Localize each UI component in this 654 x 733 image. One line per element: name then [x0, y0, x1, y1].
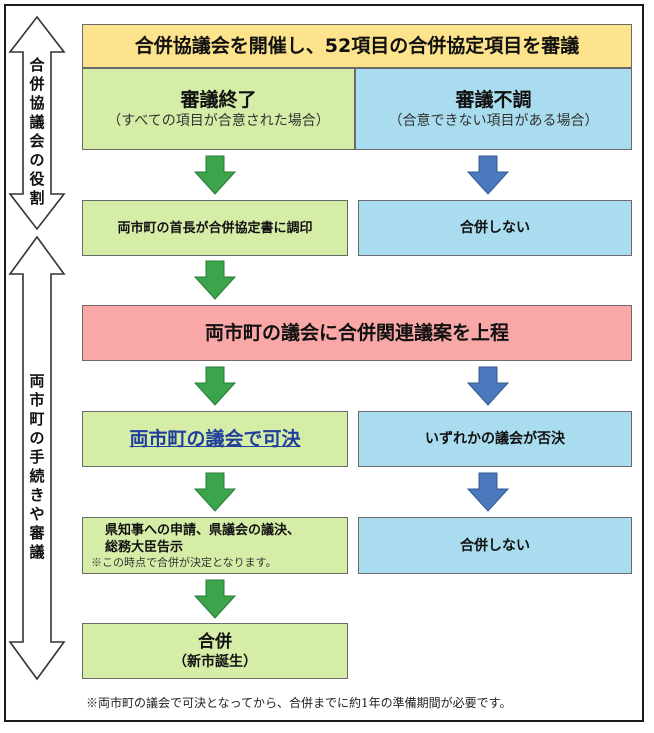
deliberation-concluded-box: 審議終了 （すべての項目が合意された場合）: [82, 68, 355, 150]
council-rejection-box: いずれかの議会が否決: [358, 411, 632, 467]
blue-down-arrow-icon: [466, 366, 510, 406]
failed-title: 審議不調: [455, 89, 532, 111]
council-approval-box: 両市町の議会で可決: [82, 411, 348, 467]
prefecture-note: ※この時点で合併が決定となります。: [91, 555, 277, 569]
side-double-arrow-bottom-icon: [8, 235, 66, 681]
side-label-municipal-procedures: 両市町の手続きや審議: [29, 372, 45, 561]
submission-text: 両市町の議会に合併関連議案を上程: [204, 322, 509, 344]
header-title: 合併協議会を開催し、52項目の合併協定項目を審議: [134, 35, 580, 57]
header-council-box: 合併協議会を開催し、52項目の合併協定項目を審議: [82, 24, 632, 68]
signing-text: 両市町の首長が合併協定書に調印: [117, 220, 313, 236]
merger-title: 合併: [198, 632, 232, 652]
concluded-title: 審議終了: [180, 89, 257, 111]
agreement-signing-box: 両市町の首長が合併協定書に調印: [82, 200, 348, 256]
failed-note: （合意できない項目がある場合）: [388, 113, 599, 129]
deliberation-failed-box: 審議不調 （合意できない項目がある場合）: [355, 68, 632, 150]
prefecture-line-1: 県知事への申請、県議会の議決、: [105, 522, 301, 538]
no-merger-text-1: 合併しない: [460, 220, 530, 236]
green-down-arrow-icon: [193, 472, 237, 512]
footnote: ※両市町の議会で可決となってから、合併までに約1年の準備期間が必要です。: [86, 696, 512, 710]
prefecture-approval-box: 県知事への申請、県議会の議決、 総務大臣告示 ※この時点で合併が決定となります。: [82, 517, 348, 574]
bill-submission-box: 両市町の議会に合併関連議案を上程: [82, 305, 632, 361]
prefecture-line-2: 総務大臣告示: [105, 539, 184, 555]
blue-down-arrow-icon: [466, 472, 510, 512]
diagram-frame: [4, 4, 644, 722]
side-label-council-role: 合併協議会の役割: [29, 56, 45, 207]
rejection-text: いずれかの議会が否決: [425, 431, 565, 447]
side-double-arrow-top-icon: [8, 15, 66, 231]
no-merger-box-1: 合併しない: [358, 200, 632, 256]
merger-sub: （新市誕生）: [173, 654, 257, 670]
green-down-arrow-icon: [193, 155, 237, 195]
green-down-arrow-icon: [193, 579, 237, 619]
no-merger-text-2: 合併しない: [460, 537, 530, 554]
no-merger-box-2: 合併しない: [358, 517, 632, 574]
council-approval-link[interactable]: 両市町の議会で可決: [129, 428, 301, 450]
blue-down-arrow-icon: [466, 155, 510, 195]
concluded-note: （すべての項目が合意された場合）: [107, 113, 330, 129]
green-down-arrow-icon: [193, 260, 237, 300]
merger-box: 合併 （新市誕生）: [82, 623, 348, 679]
green-down-arrow-icon: [193, 366, 237, 406]
